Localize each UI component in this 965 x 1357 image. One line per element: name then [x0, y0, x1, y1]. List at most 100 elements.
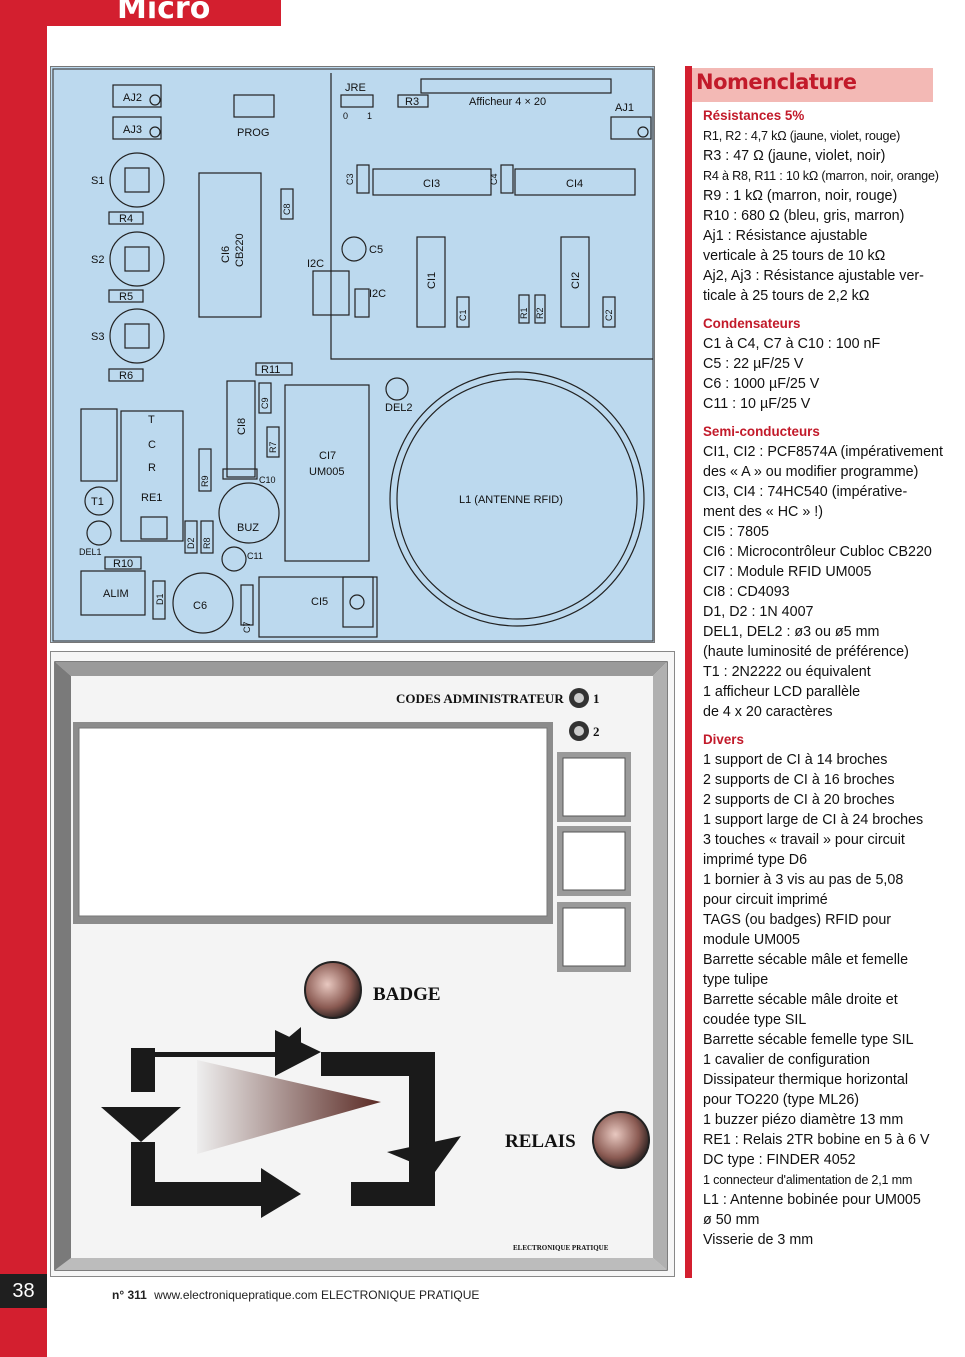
pcb-label-r11: R11: [261, 364, 280, 376]
front-panel: CODES ADMINISTRATEUR 1 2 BADGE RELAIS EL…: [50, 651, 675, 1277]
relais-led: [592, 1111, 650, 1169]
nomenclature-item: R9 : 1 kΩ (marron, noir, rouge): [703, 188, 898, 204]
s1-switch: [109, 152, 165, 208]
nomenclature-item: de 4 x 20 caractères: [703, 704, 833, 720]
nomenclature-item: T1 : 2N2222 ou équivalent: [703, 664, 871, 680]
pcb-label-ci5: CI5: [311, 596, 328, 608]
nomenclature-item: Barrette sécable mâle et femelle: [703, 952, 909, 968]
nomenclature-item: coudée type SIL: [703, 1012, 807, 1028]
nomenclature-section-title: Condensateurs: [703, 316, 801, 331]
pcb-drawing: AJ2 AJ3 PROG JRE 0 1 R3 Afficheur 4 × 20…: [52, 68, 654, 642]
pcb-label-ci4: CI4: [566, 178, 583, 190]
pcb-label-ci7: CI7: [319, 450, 336, 462]
ci8-chip: [226, 380, 256, 478]
nomenclature-item: CI1, CI2 : PCF8574A (impérativement: [703, 444, 943, 460]
pcb-label-r: R: [148, 462, 156, 474]
pcb-label-t: T: [148, 414, 155, 426]
nomenclature-header: [692, 68, 933, 102]
pcb-label-c7: C7: [242, 621, 252, 633]
pcb-label-i2c-b: I2C: [369, 288, 386, 300]
nomenclature-item: C5 : 22 µF/25 V: [703, 356, 804, 372]
pcb-label-s1: S1: [91, 175, 104, 187]
nomenclature-item: imprimé type D6: [703, 852, 808, 868]
pcb-label-c2: C2: [604, 309, 614, 321]
pcb-layout: AJ2 AJ3 PROG JRE 0 1 R3 Afficheur 4 × 20…: [50, 66, 655, 643]
pcb-label-i2c-a: I2C: [307, 258, 324, 270]
nomenclature-title: Nomenclature: [696, 70, 857, 94]
pcb-label-ci2: CI2: [570, 272, 582, 289]
nomenclature-item: 3 touches « travail » pour circuit: [703, 832, 905, 848]
nomenclature-item: ticale à 25 tours de 2,2 kΩ: [703, 288, 870, 304]
nomenclature-item: R10 : 680 Ω (bleu, gris, marron): [703, 208, 905, 224]
front-panel-drawing: CODES ADMINISTRATEUR 1 2 BADGE RELAIS EL…: [54, 661, 668, 1271]
ci2-chip: [560, 236, 590, 328]
ci5-regulator: [342, 576, 374, 628]
nomenclature-item: pour circuit imprimé: [703, 892, 828, 908]
nomenclature-item: verticale à 25 tours de 10 kΩ: [703, 248, 886, 264]
nomenclature-item: R4 à R8, R11 : 10 kΩ (marron, noir, oran…: [703, 169, 939, 183]
nomenclature-item: 1 connecteur d'alimentation de 2,1 mm: [703, 1173, 913, 1187]
nomenclature-item: C6 : 1000 µF/25 V: [703, 376, 820, 392]
codes-admin-label: CODES ADMINISTRATEUR: [396, 691, 564, 706]
nomenclature-item: Aj2, Aj3 : Résistance ajustable ver-: [703, 268, 924, 284]
badge-label: BADGE: [373, 984, 441, 1005]
ci4-chip: [514, 168, 636, 196]
pcb-label-cb220: CB220: [234, 233, 246, 267]
nomenclature-item: 1 cavalier de configuration: [703, 1052, 870, 1068]
s3-switch: [109, 308, 165, 364]
pcb-label-c: C: [148, 439, 156, 451]
nomenclature-item: C1 à C4, C7 à C10 : 100 nF: [703, 336, 881, 352]
pcb-label-jre-1: 1: [367, 111, 372, 121]
relais-label: RELAIS: [505, 1131, 576, 1152]
footer-issue: n° 311: [112, 1288, 147, 1302]
nomenclature-item: pour TO220 (type ML26): [703, 1092, 860, 1108]
footer-site: www.electroniquepratique.com: [154, 1288, 318, 1302]
pcb-label-s2: S2: [91, 254, 104, 266]
pcb-label-buz: BUZ: [237, 522, 259, 534]
ci6-chip: [198, 172, 262, 318]
pcb-label-c4: C4: [489, 173, 499, 185]
panel-brand: ELECTRONIQUE PRATIQUE: [513, 1244, 609, 1252]
page-number: 38: [0, 1274, 47, 1308]
pcb-label-c3: C3: [345, 173, 355, 185]
pcb-label-r7: R7: [268, 441, 278, 453]
nomenclature-section-title: Divers: [703, 732, 744, 747]
nomenclature-item: CI3, CI4 : 74HC540 (impérative-: [703, 484, 908, 500]
pcb-label-c1: C1: [458, 309, 468, 321]
nomenclature-item: Visserie de 3 mm: [703, 1232, 814, 1248]
nomenclature-item: 1 support de CI à 14 broches: [703, 752, 888, 768]
aj2-trimmer: [112, 84, 162, 108]
pcb-label-d1: D1: [155, 593, 165, 605]
nomenclature-item: (haute luminosité de préférence): [703, 644, 909, 660]
pcb-label-l1: L1 (ANTENNE RFID): [459, 494, 563, 506]
pcb-label-s3: S3: [91, 331, 104, 343]
pcb-label-ci8: CI8: [236, 418, 248, 435]
pcb-label-ci3: CI3: [423, 178, 440, 190]
nomenclature-item: RE1 : Relais 2TR bobine en 5 à 6 V: [703, 1132, 930, 1148]
nomenclature-item: 2 supports de CI à 20 broches: [703, 792, 895, 808]
pcb-label-jre-0: 0: [343, 111, 348, 121]
pcb-label-c5: C5: [369, 244, 383, 256]
pcb-label-r10: R10: [113, 558, 133, 570]
s2-switch: [109, 231, 165, 287]
nomenclature-item: TAGS (ou badges) RFID pour: [703, 912, 892, 928]
badge-led: [304, 961, 362, 1019]
pcb-label-r3: R3: [405, 96, 419, 108]
pcb-label-c8: C8: [282, 203, 292, 215]
pcb-label-t1: T1: [91, 496, 104, 508]
nomenclature-item: 2 supports de CI à 16 broches: [703, 772, 895, 788]
pcb-label-del2: DEL2: [385, 402, 413, 414]
nomenclature-item: Dissipateur thermique horizontal: [703, 1072, 909, 1088]
pcb-label-c10: C10: [259, 475, 276, 485]
pcb-label-aj1: AJ1: [615, 102, 634, 114]
code-2-label: 2: [593, 724, 600, 739]
pcb-label-afficheur: Afficheur 4 × 20: [469, 96, 546, 108]
cycle-arrows: [101, 1027, 461, 1218]
nomenclature: Nomenclature Résistances 5%R1, R2 : 4,7 …: [685, 66, 943, 1278]
pcb-label-r2: R2: [535, 307, 545, 319]
pcb-label-ci6: CI6: [220, 246, 232, 263]
nomenclature-bar: [685, 66, 692, 1278]
buzzer: [218, 482, 280, 544]
nomenclature-item: 1 buzzer piézo diamètre 13 mm: [703, 1112, 904, 1128]
nomenclature-item: module UM005: [703, 932, 800, 948]
